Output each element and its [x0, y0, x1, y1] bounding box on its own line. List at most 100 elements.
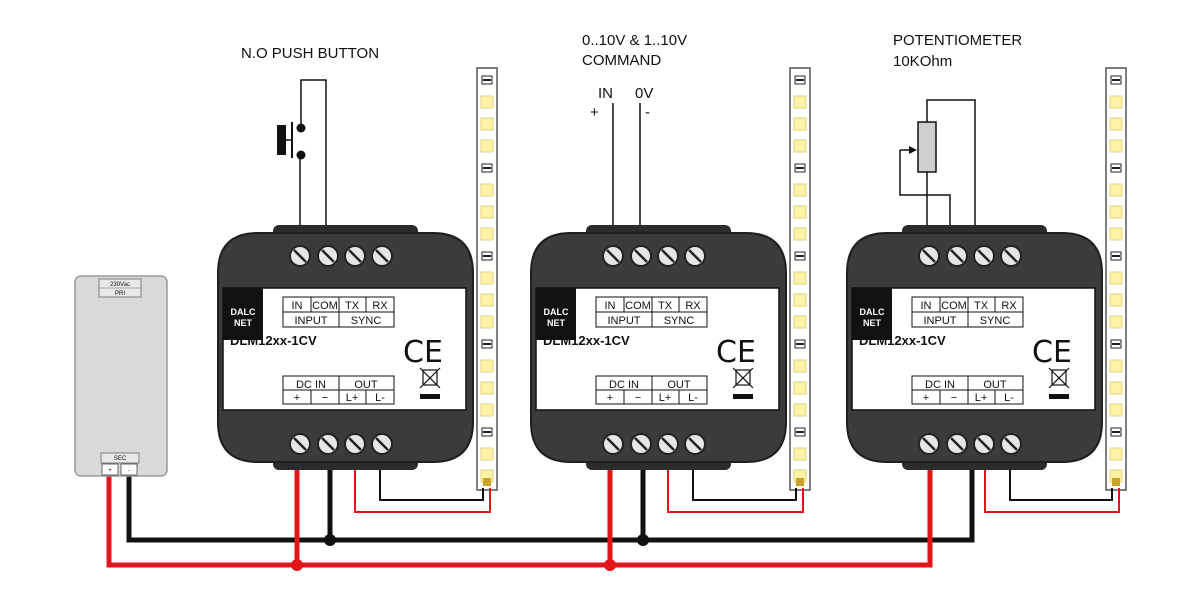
psu-pri-label: PRI — [115, 291, 125, 297]
model-name: DLM12xx-1CV — [230, 333, 317, 348]
terminal-screw — [370, 432, 394, 456]
dc-minus-label: − — [322, 392, 328, 404]
dc-plus-label: + — [294, 392, 300, 404]
psu-body — [74, 275, 168, 477]
ce-mark: CE — [716, 335, 756, 370]
terminal-screw — [999, 432, 1023, 456]
analog-command: 0..10V & 1..10V COMMAND IN 0V + - — [582, 32, 687, 225]
brand-line1: DALC — [860, 307, 885, 317]
terminal-in-label: IN — [292, 300, 303, 312]
strip-led — [480, 381, 494, 395]
strip-led — [793, 117, 807, 131]
strip-led — [480, 315, 494, 329]
terminal-screw — [288, 244, 312, 268]
strip-led — [793, 183, 807, 197]
out-l-plus-label: L+ — [659, 392, 672, 404]
module3-output-pos-wire — [984, 460, 1120, 513]
strip-led — [1109, 271, 1123, 285]
brand-logo — [223, 288, 263, 340]
model-name: DLM12xx-1CV — [859, 333, 946, 348]
brand-line2: NET — [234, 318, 253, 328]
out-l-plus-label: L+ — [346, 392, 359, 404]
out-group-label: OUT — [983, 379, 1007, 391]
strip-led — [1109, 293, 1123, 307]
strip-led — [793, 293, 807, 307]
dc-plus-label: + — [607, 392, 613, 404]
input-group-label: INPUT — [608, 315, 641, 327]
weee-bin-icon — [1051, 369, 1067, 386]
dc-in-group-label: DC IN — [296, 379, 326, 391]
push-button-cap — [277, 125, 286, 155]
strip-led — [480, 359, 494, 373]
brand-line2: NET — [863, 318, 882, 328]
strip-led — [480, 271, 494, 285]
out-l-minus-label: L- — [375, 392, 385, 404]
terminal-screw — [601, 244, 625, 268]
potentiometer-body — [917, 121, 937, 173]
terminal-rx-label: RX — [685, 300, 701, 312]
terminal-in-label: IN — [921, 300, 932, 312]
terminal-screw — [999, 244, 1023, 268]
psu-sec-label: SEC — [114, 456, 127, 462]
terminal-screw — [972, 244, 996, 268]
sync-group-label: SYNC — [664, 315, 695, 327]
strip-led — [480, 227, 494, 241]
terminal-screw — [316, 432, 340, 456]
strip-led — [793, 447, 807, 461]
sync-group-label: SYNC — [351, 315, 382, 327]
strip-led — [480, 95, 494, 109]
terminal-com-label: COM — [625, 300, 651, 312]
strip-led — [1109, 139, 1123, 153]
brand-logo — [536, 288, 576, 340]
strip-led — [1109, 95, 1123, 109]
terminal-screw — [601, 432, 625, 456]
led-strip — [789, 67, 811, 491]
potentiometer-label-line1: POTENTIOMETER — [893, 32, 1022, 49]
strip-led — [480, 139, 494, 153]
terminal-screw — [629, 432, 653, 456]
terminal-screw — [972, 432, 996, 456]
command-minus-label: - — [645, 104, 650, 121]
brand-line2: NET — [547, 318, 566, 328]
bus-wires — [106, 460, 975, 571]
terminal-screw — [656, 432, 680, 456]
push-button-label: N.O PUSH BUTTON — [241, 45, 379, 62]
module2-output-neg-wire — [692, 460, 797, 501]
terminal-screw — [917, 244, 941, 268]
strip-led — [793, 227, 807, 241]
terminal-screw — [370, 244, 394, 268]
terminal-screw — [683, 432, 707, 456]
terminal-screw — [683, 244, 707, 268]
terminal-tx-label: TX — [658, 300, 673, 312]
psu-pri-voltage: 230Vac — [110, 282, 130, 288]
strip-led — [1109, 381, 1123, 395]
strip-led — [793, 205, 807, 219]
strip-led — [1109, 403, 1123, 417]
junction-dot — [324, 534, 336, 546]
strip-led — [1109, 227, 1123, 241]
brand-line1: DALC — [231, 307, 256, 317]
command-plus-label: + — [590, 104, 599, 121]
psu-minus-terminal: - — [128, 468, 130, 474]
module2-output-pos-wire — [667, 460, 804, 513]
module1-output-pos-wire — [354, 460, 491, 513]
terminal-rx-label: RX — [1001, 300, 1017, 312]
terminal-screw — [945, 432, 969, 456]
out-group-label: OUT — [667, 379, 691, 391]
power-supply: 230Vac PRI SEC + - — [74, 275, 168, 477]
strip-led — [480, 293, 494, 307]
psu-plus-terminal: + — [108, 468, 112, 474]
label-panel — [851, 287, 1096, 411]
strip-led — [793, 381, 807, 395]
led-strip — [476, 67, 498, 491]
input-group-label: INPUT — [924, 315, 957, 327]
brand-logo — [852, 288, 892, 340]
junction-dot — [604, 559, 616, 571]
out-l-plus-label: L+ — [975, 392, 988, 404]
negative-bus-wire — [126, 460, 975, 543]
strip-led — [1109, 359, 1123, 373]
terminal-in-label: IN — [605, 300, 616, 312]
